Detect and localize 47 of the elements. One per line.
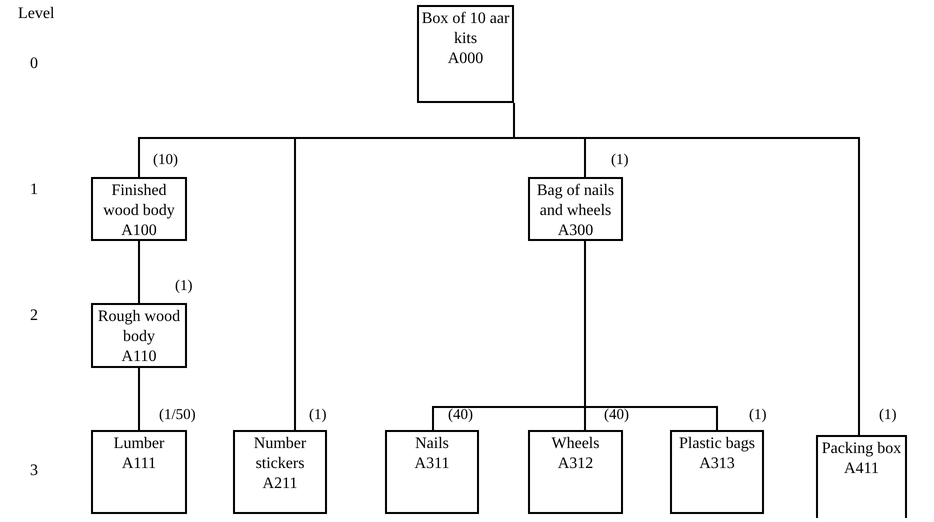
- part-name: Nails: [415, 434, 449, 454]
- quantity-label: (10): [153, 152, 178, 169]
- part-name: Lumber: [114, 434, 164, 454]
- part-name: Wheels: [552, 434, 600, 454]
- level-number: 3: [30, 462, 38, 480]
- part-box: [91, 430, 187, 514]
- part-code: A300: [558, 221, 594, 241]
- quantity-label: (1): [879, 407, 896, 424]
- part-box: [816, 435, 907, 518]
- part-name: Bag of nails and wheels: [536, 181, 616, 221]
- quantity-label: (1): [611, 152, 628, 169]
- quantity-label: (1): [309, 407, 326, 424]
- level-heading: Level: [18, 5, 54, 23]
- part-code: A313: [699, 454, 735, 474]
- part-box: [91, 177, 187, 241]
- level-number: 0: [30, 55, 38, 73]
- part-box: [670, 430, 764, 514]
- level-number: 2: [30, 307, 38, 325]
- part-name: Rough wood body: [96, 307, 182, 347]
- quantity-label: (1): [749, 407, 766, 424]
- connector-line: [138, 241, 140, 303]
- quantity-label: (40): [604, 407, 629, 424]
- part-name: Plastic bags: [679, 434, 755, 454]
- part-code: A311: [414, 454, 450, 474]
- part-box: [91, 303, 187, 368]
- quantity-label: (1/50): [159, 407, 196, 424]
- part-code: A000: [448, 49, 484, 69]
- part-code: A111: [122, 454, 156, 474]
- level-number: 1: [30, 181, 38, 199]
- part-box: [417, 5, 514, 103]
- part-code: A211: [262, 474, 298, 494]
- part-box: [528, 177, 623, 241]
- part-name: Packing box: [822, 439, 902, 459]
- quantity-label: (40): [448, 407, 473, 424]
- part-code: A100: [121, 221, 157, 241]
- quantity-label: (1): [175, 278, 192, 295]
- part-code: A312: [558, 454, 594, 474]
- part-name: Finished wood body: [102, 181, 176, 221]
- part-code: A411: [844, 459, 879, 479]
- part-name: Number stickers: [252, 434, 308, 474]
- connector-line: [138, 368, 140, 430]
- part-box: [528, 430, 623, 514]
- part-box: [385, 430, 479, 514]
- part-code: A110: [122, 347, 156, 367]
- part-name: Box of 10 aar kits: [420, 9, 510, 49]
- connector-line: [584, 241, 718, 430]
- part-box: [233, 430, 327, 514]
